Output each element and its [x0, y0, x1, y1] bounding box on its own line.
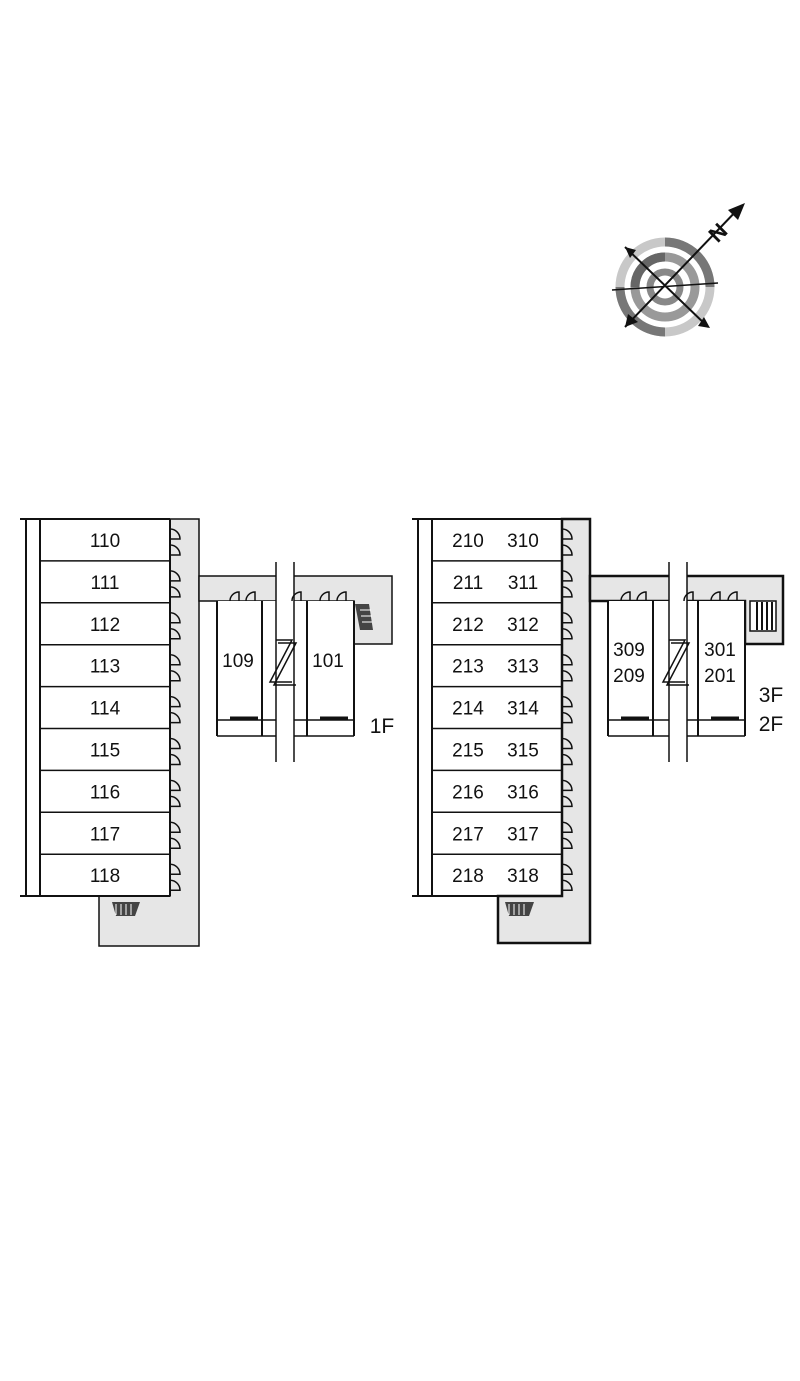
door-icon — [561, 669, 573, 682]
door-icon — [561, 695, 573, 708]
door-icon — [169, 528, 181, 540]
door-icon — [561, 737, 573, 750]
stairs-icon — [112, 902, 140, 916]
unit-label: 217 — [452, 824, 484, 845]
unit-label: 113 — [90, 657, 120, 678]
unit-label: 114 — [90, 699, 121, 720]
unit-row: 212 312 — [432, 602, 573, 640]
door-icon — [169, 628, 181, 640]
unit-label: 110 — [90, 531, 120, 552]
unit-label: 318 — [507, 866, 539, 887]
unit-101-label: 101 — [312, 651, 344, 672]
unit-row: 216 316 — [432, 769, 573, 808]
door-icon — [169, 863, 181, 875]
door-icon — [169, 711, 181, 724]
door-icon — [169, 737, 181, 750]
unit-label: 312 — [507, 615, 539, 636]
unit-row: 116 — [40, 769, 181, 808]
door-icon — [561, 628, 573, 640]
unit-label: 214 — [452, 699, 484, 720]
unit-row: 110 — [90, 528, 181, 556]
door-icon — [169, 779, 181, 792]
stairs-icon — [505, 902, 534, 916]
unit-label: 211 — [453, 573, 483, 594]
door-icon — [561, 570, 573, 582]
north-label: N — [704, 218, 733, 247]
door-icon — [169, 795, 181, 808]
unit-309-label: 309 — [613, 640, 645, 661]
floor-label-2f: 2F — [759, 713, 784, 736]
unit-row: 210 310 — [452, 528, 573, 556]
unit-label: 317 — [507, 824, 539, 845]
door-icon — [169, 695, 181, 708]
unit-201-label: 201 — [704, 666, 736, 687]
unit-row: 118 — [40, 853, 181, 891]
floor-2-3-plan: 210 310 211 311 212 312 213 313 214 314 215 315 216 3… — [412, 517, 785, 945]
unit-label: 315 — [507, 741, 539, 762]
door-icon — [561, 795, 573, 808]
door-icon — [169, 821, 181, 834]
unit-209-label: 209 — [613, 666, 645, 687]
stairs-icon — [355, 604, 373, 630]
door-icon — [561, 586, 573, 598]
unit-row: 115 — [40, 727, 181, 766]
floor-1-plan: 110 111 112 113 114 115 116 117 118 109 101 — [20, 518, 395, 947]
compass-rose-icon: N — [611, 203, 745, 337]
door-icon — [169, 879, 181, 891]
unit-row: 211 311 — [432, 560, 573, 598]
unit-label: 212 — [452, 615, 484, 636]
unit-label: 115 — [90, 741, 120, 762]
door-icon — [169, 586, 181, 598]
unit-label: 112 — [90, 615, 120, 636]
unit-label: 116 — [90, 782, 120, 803]
unit-label: 118 — [90, 866, 120, 887]
unit-row: 114 — [40, 685, 181, 724]
door-icon — [561, 837, 573, 850]
floor-label-3f: 3F — [759, 684, 784, 707]
unit-label: 316 — [507, 782, 539, 803]
unit-label: 313 — [507, 657, 539, 678]
door-icon — [169, 837, 181, 850]
unit-label: 117 — [90, 824, 120, 845]
door-icon — [561, 544, 573, 556]
unit-label: 311 — [508, 573, 538, 594]
unit-row: 113 — [40, 643, 181, 682]
unit-row: 217 317 — [432, 811, 573, 850]
unit-301-label: 301 — [704, 640, 736, 661]
door-icon — [561, 612, 573, 624]
unit-row: 213 313 — [432, 643, 573, 682]
door-icon — [561, 753, 573, 766]
unit-label: 111 — [91, 573, 120, 594]
door-icon — [169, 544, 181, 556]
unit-label: 218 — [452, 866, 484, 887]
door-icon — [169, 653, 181, 666]
door-icon — [169, 669, 181, 682]
unit-row: 214 314 — [432, 685, 573, 724]
unit-row: 218 318 — [432, 853, 573, 891]
door-icon — [561, 779, 573, 792]
unit-label: 210 — [452, 531, 484, 552]
unit-row: 215 315 — [432, 727, 573, 766]
unit-row: 117 — [40, 811, 181, 850]
unit-row: 111 — [40, 560, 181, 598]
door-icon — [561, 528, 573, 540]
unit-label: 310 — [507, 531, 539, 552]
unit-label: 216 — [452, 782, 484, 803]
door-icon — [169, 753, 181, 766]
door-icon — [561, 711, 573, 724]
door-icon — [561, 653, 573, 666]
unit-109-label: 109 — [222, 651, 254, 672]
unit-label: 213 — [452, 657, 484, 678]
unit-row: 112 — [40, 602, 181, 640]
unit-label: 314 — [507, 699, 539, 720]
stairs-icon — [749, 600, 777, 632]
door-icon — [169, 570, 181, 582]
door-icon — [561, 821, 573, 834]
door-icon — [561, 879, 573, 891]
unit-label: 215 — [452, 741, 484, 762]
door-icon — [561, 863, 573, 875]
floor-label-1f: 1F — [370, 715, 395, 738]
door-icon — [169, 612, 181, 624]
